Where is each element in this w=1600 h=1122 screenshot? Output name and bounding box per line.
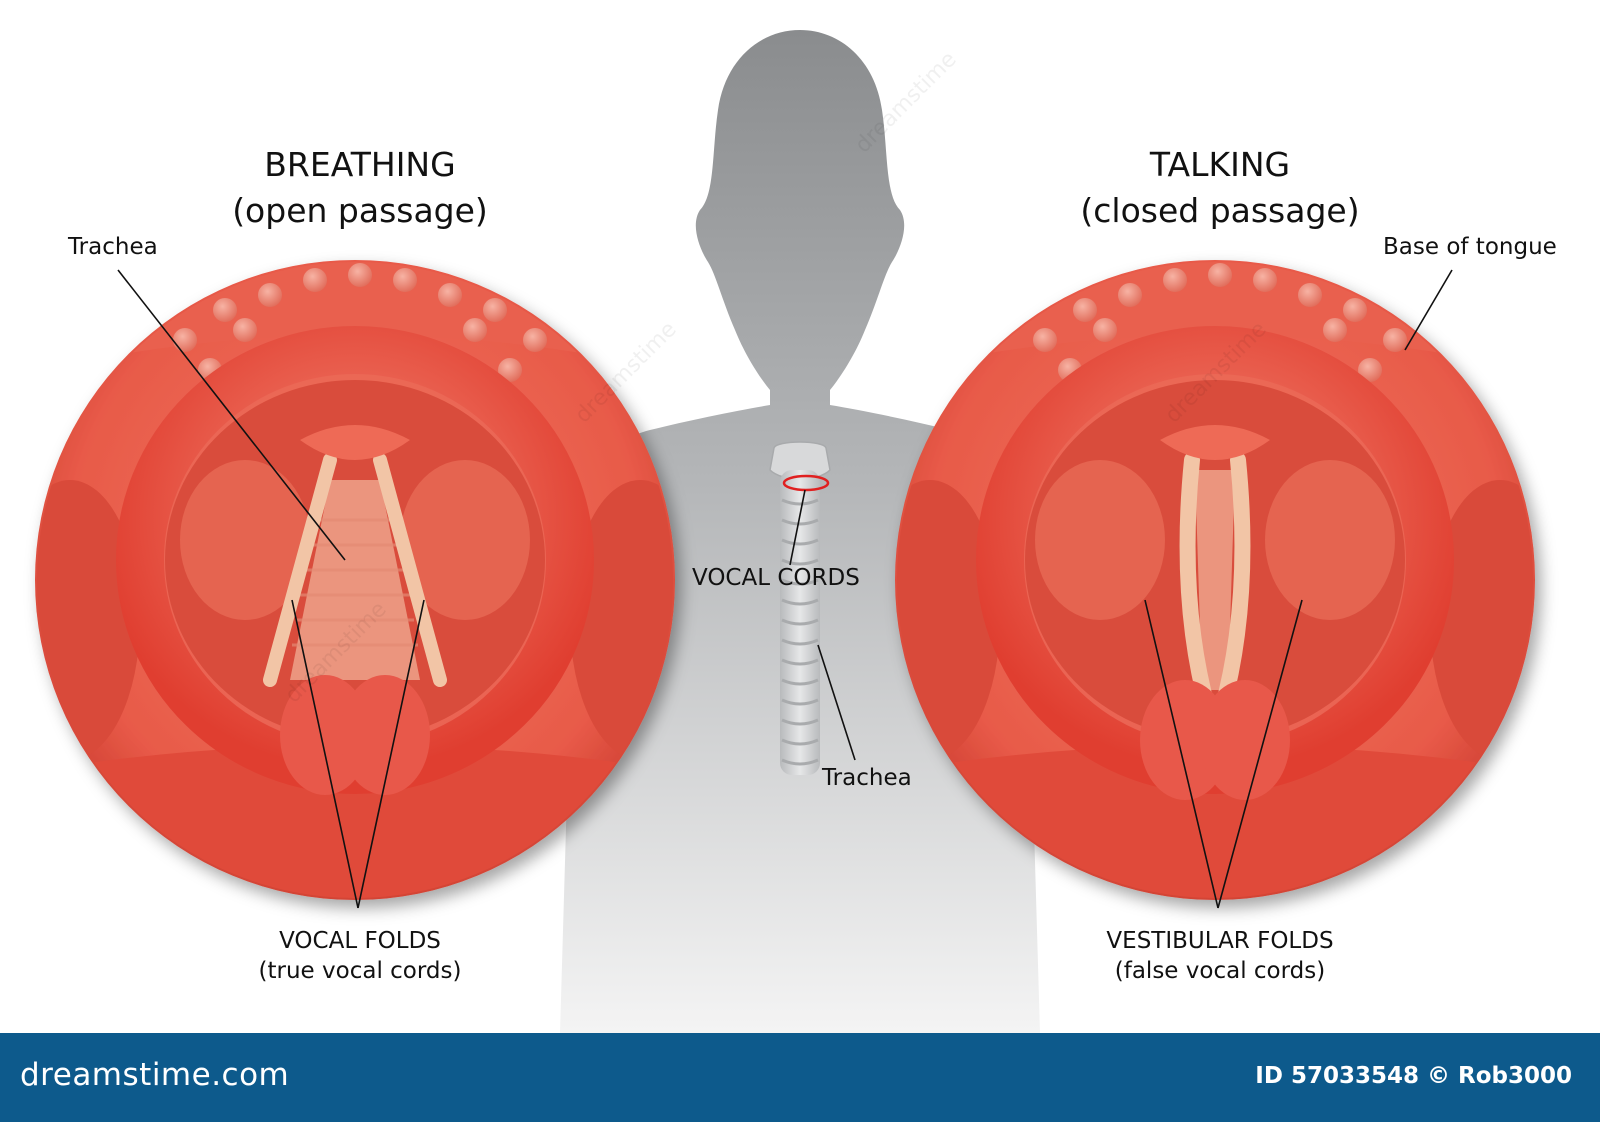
breathing-title: BREATHING (open passage) (210, 142, 510, 234)
label-trachea-left: Trachea (68, 234, 158, 260)
label-base-of-tongue: Base of tongue (1383, 234, 1557, 260)
leader-lines (117, 269, 1453, 909)
label-vestibular-folds-line2: (false vocal cords) (1114, 958, 1326, 984)
label-vocal-folds-line1: VOCAL FOLDS (279, 928, 441, 954)
label-vestibular-folds-line1: VESTIBULAR FOLDS (1106, 928, 1334, 954)
diagram-stage: dreamstime dreamstime dreamstime dreamst… (35, 30, 1557, 1033)
trachea-illustration (769, 441, 831, 775)
footer-bar: dreamstime.com ID 57033548 © Rob3000 (0, 1033, 1600, 1122)
talking-title: TALKING (closed passage) (1055, 142, 1385, 234)
label-trachea-center: Trachea (822, 765, 912, 791)
label-vocal-cords: VOCAL CORDS (692, 565, 860, 591)
footer-image-id: ID 57033548 © Rob3000 (1255, 1063, 1572, 1089)
label-vestibular-folds: VESTIBULAR FOLDS (false vocal cords) (1075, 928, 1365, 984)
label-vocal-folds: VOCAL FOLDS (true vocal cords) (230, 928, 490, 984)
footer-brand: dreamstime.com (20, 1057, 290, 1093)
talking-title-line2: (closed passage) (1080, 191, 1360, 230)
talking-title-line1: TALKING (1149, 145, 1291, 184)
diagram-svg (35, 30, 1535, 1033)
vocal-cords-marker (782, 474, 830, 492)
breathing-title-line1: BREATHING (264, 145, 456, 184)
label-vocal-folds-line2: (true vocal cords) (258, 958, 462, 984)
breathing-title-line2: (open passage) (232, 191, 488, 230)
